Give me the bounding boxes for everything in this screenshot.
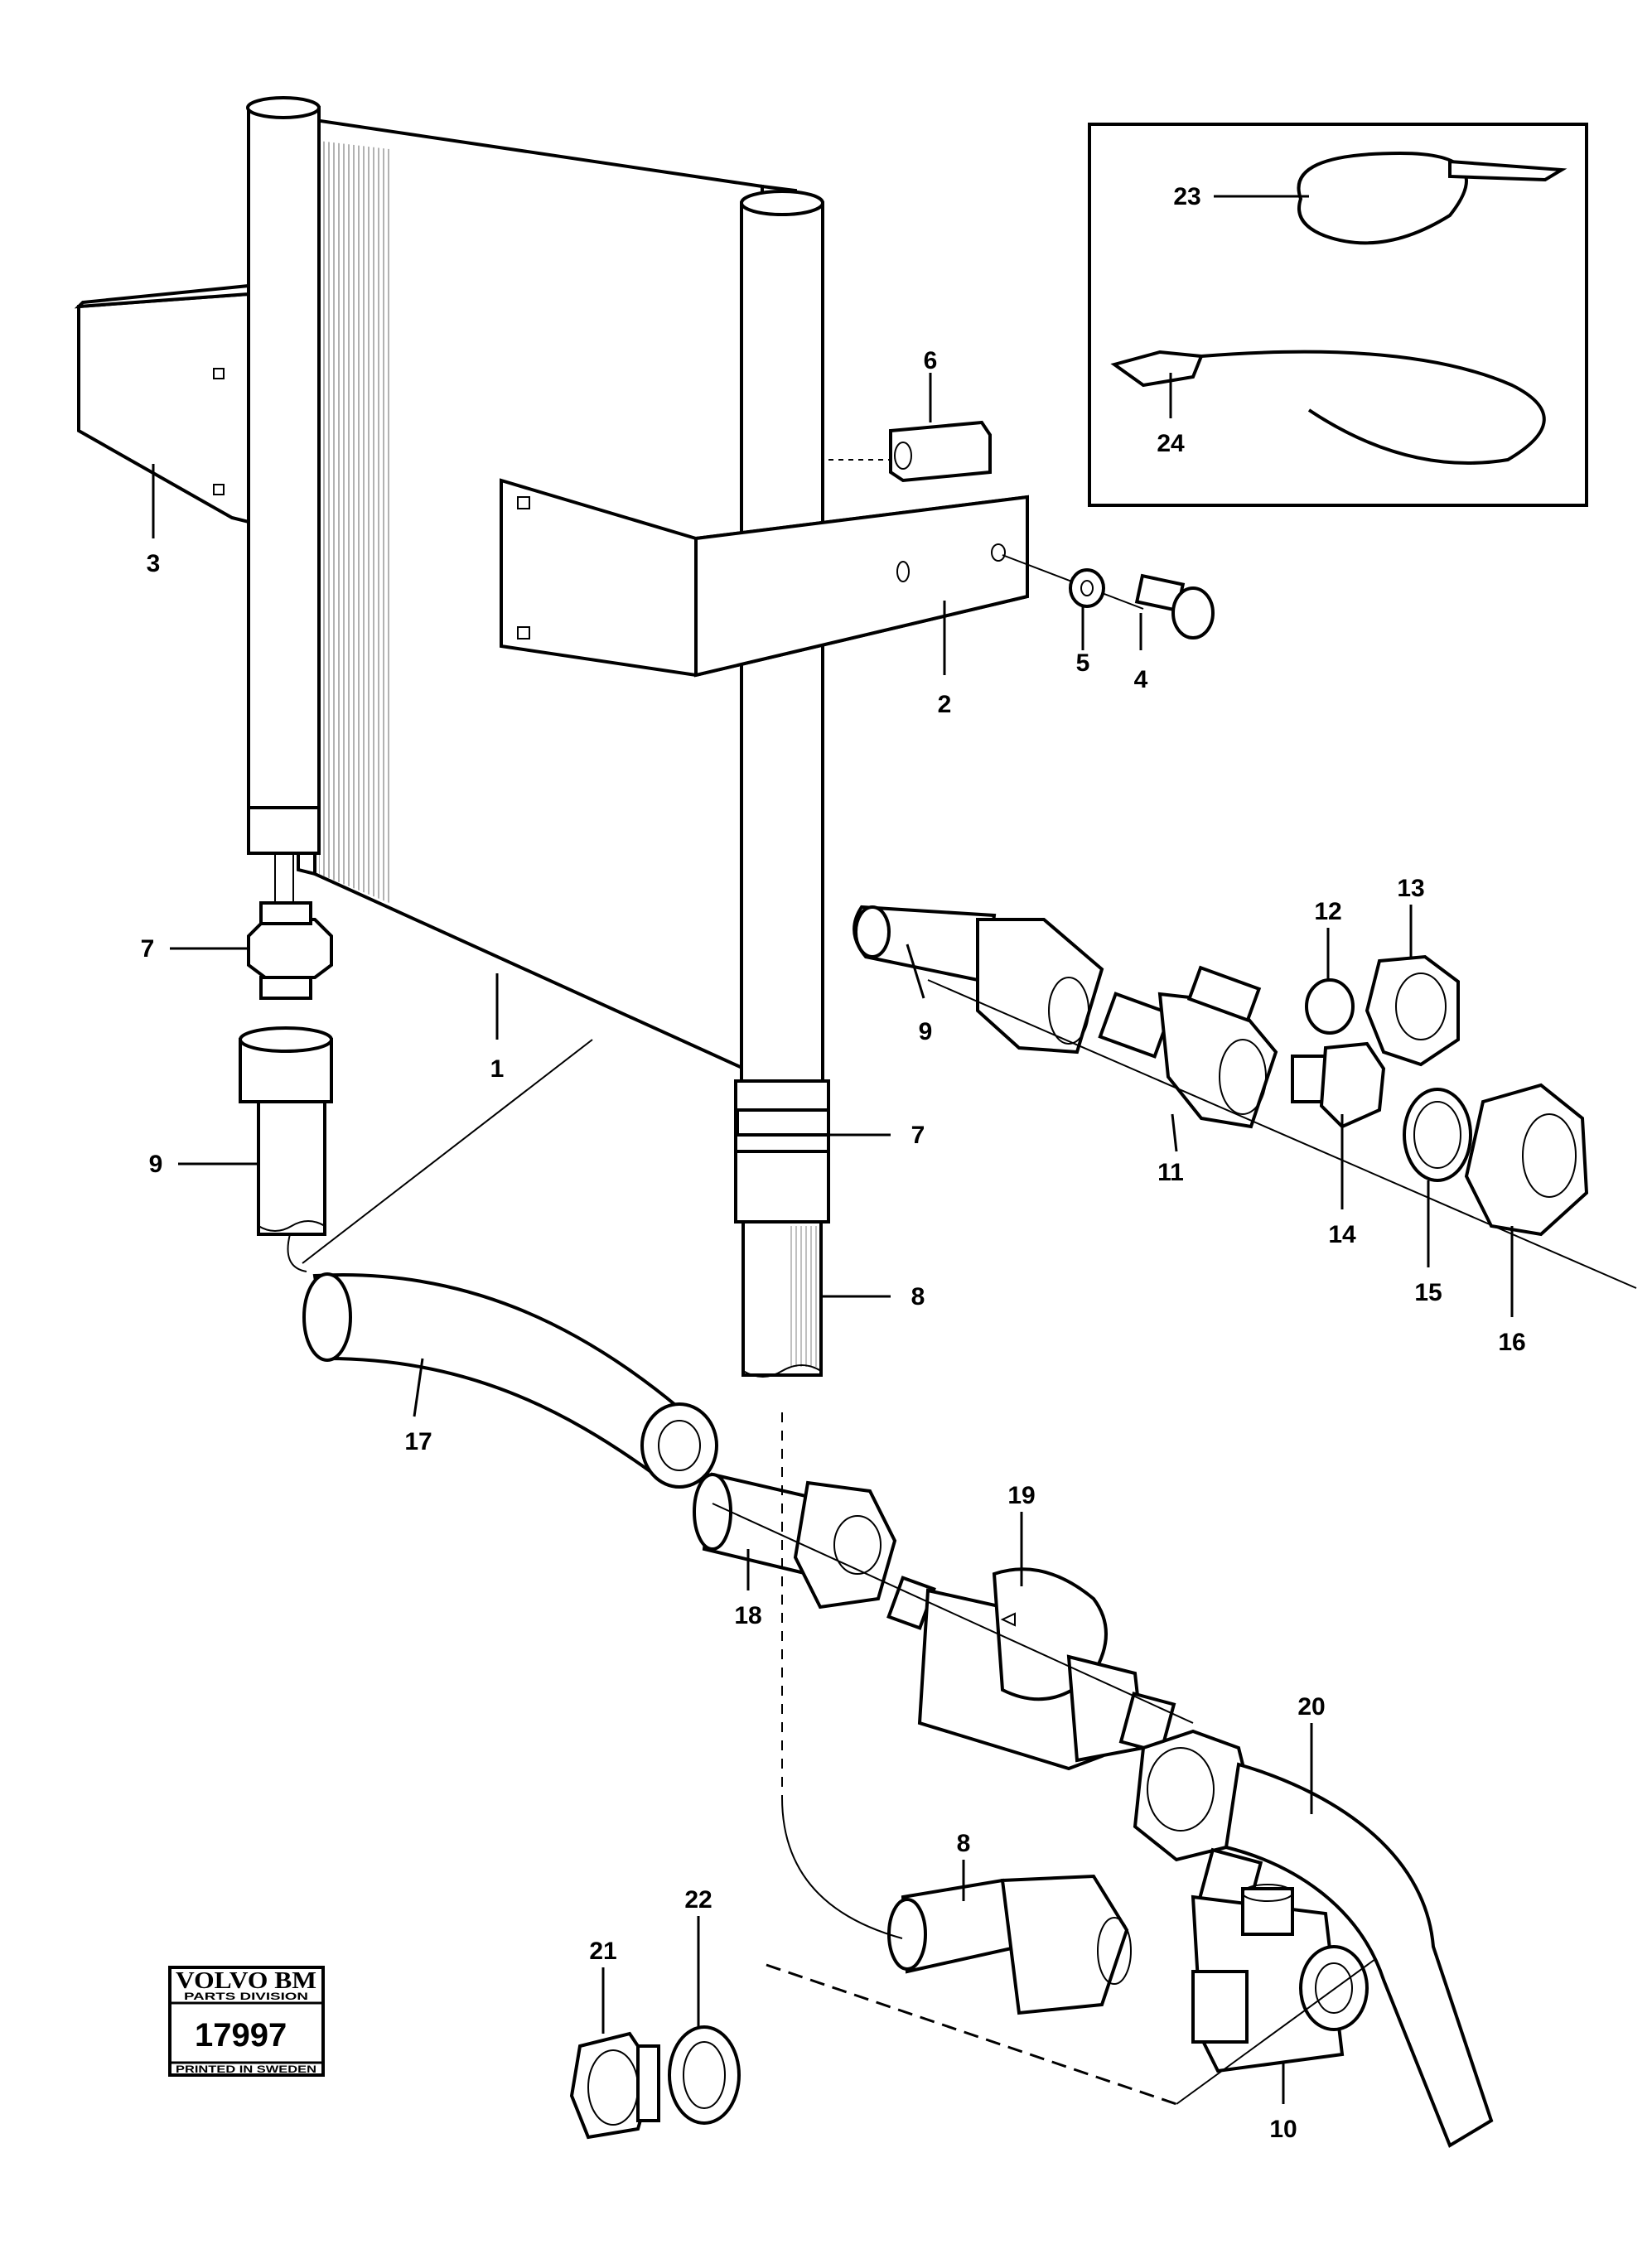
callout-7-right: 7 [911,1122,925,1149]
stamp-division: PARTS DIVISION [184,1991,308,2002]
callout-6: 6 [924,347,938,374]
bracket-right [500,478,1029,678]
rubber-block [828,420,992,483]
check-valve [886,1567,1176,1771]
callout-17: 17 [404,1428,432,1455]
callout-7-left: 7 [141,935,155,963]
cap-nut [1365,954,1460,1067]
left-adapter [247,852,333,1000]
long-hose [302,1272,718,1489]
callout-2: 2 [938,691,952,718]
stamp-number: 17997 [195,2017,287,2054]
left-tank-tube [246,96,321,855]
callout-15: 15 [1414,1279,1442,1306]
upper-hose-end [853,905,1104,1055]
adapter-nut [1464,1083,1589,1237]
callout-4: 4 [1134,666,1148,693]
parts-division-stamp: VOLVO BM PARTS DIVISION 17997 PRINTED IN… [168,1966,325,2077]
callout-8-upper: 8 [911,1283,925,1310]
callout-12: 12 [1314,898,1341,925]
callout-9-left: 9 [149,1151,163,1178]
sealing-washer [668,2025,741,2125]
stamp-brand: VOLVO BM [176,1968,316,1994]
callout-16: 16 [1498,1329,1525,1356]
right-vertical-pipe [734,190,830,1378]
callout-3: 3 [147,550,161,577]
callout-24: 24 [1157,430,1185,457]
callout-21: 21 [589,1938,616,1965]
drain-plug [569,2031,660,2140]
tee-union [1098,965,1278,1129]
assembly-lines [287,979,1637,2106]
o-ring [1403,1088,1472,1182]
callout-23: 23 [1173,183,1200,210]
lower-hose-end [887,1874,1132,2015]
callout-18: 18 [734,1602,761,1629]
callout-9-upper: 9 [919,1018,933,1045]
washer-and-screw [1002,554,1215,640]
callout-14: 14 [1328,1221,1356,1248]
bracket-left [74,283,250,524]
cap [1305,978,1355,1035]
callout-11: 11 [1157,1159,1184,1186]
callout-8-lower: 8 [957,1830,971,1857]
callout-13: 13 [1397,875,1424,902]
callout-19: 19 [1007,1482,1035,1509]
callout-1: 1 [490,1055,505,1083]
tee-fitting [1191,1884,1369,2073]
callout-labels: 1 2 3 4 5 6 7 7 8 8 9 9 10 11 12 13 14 1… [141,183,1526,2143]
inset-box [1088,123,1588,507]
left-hose-end [239,1026,333,1236]
callout-22: 22 [684,1886,712,1914]
nipple [1291,1041,1386,1129]
callout-5: 5 [1076,649,1090,677]
leader-lines [152,195,1514,2104]
callout-20: 20 [1297,1693,1325,1721]
callout-10: 10 [1269,2116,1297,2143]
stamp-printed: PRINTED IN SWEDEN [176,2063,316,2075]
